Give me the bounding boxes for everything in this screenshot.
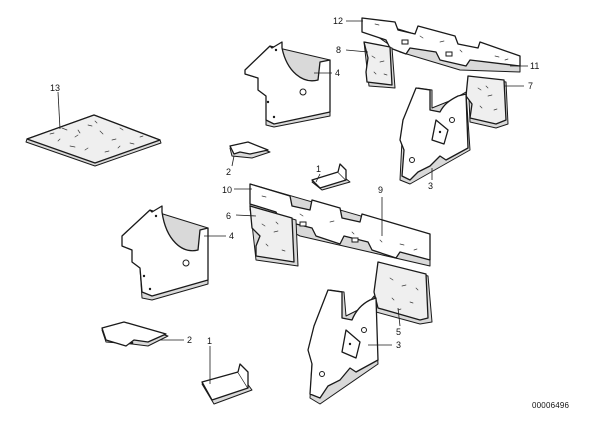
part-7-right-pad	[465, 75, 509, 129]
callout-13: 13	[50, 83, 61, 130]
callout-13-label: 13	[50, 83, 60, 93]
callout-9-label: 9	[378, 185, 383, 195]
callout-1-bottom-label: 1	[207, 336, 212, 346]
callout-3-top: 3	[428, 168, 433, 191]
part-6-pad	[249, 205, 299, 267]
callout-4-bottom-label: 4	[229, 231, 234, 241]
callout-6-label: 6	[226, 211, 231, 221]
callout-3-bottom-label: 3	[396, 340, 401, 350]
callout-2-bottom: 2	[160, 335, 192, 345]
part-8-pad	[363, 41, 396, 89]
callout-10-label: 10	[222, 185, 232, 195]
part-5-pad	[373, 261, 433, 325]
callout-1-top-label: 1	[316, 164, 321, 174]
callout-6: 6	[226, 211, 257, 221]
callout-8: 8	[336, 45, 369, 55]
callout-2-top-label: 2	[226, 167, 231, 177]
callout-11: 11	[510, 61, 539, 71]
callout-7: 7	[504, 81, 533, 91]
callout-3-top-label: 3	[428, 181, 433, 191]
part-2-top-bracket	[229, 141, 271, 159]
part-3-bottom-panel	[307, 289, 379, 405]
callout-2-bottom-label: 2	[187, 335, 192, 345]
callout-1-bottom: 1	[207, 336, 212, 384]
callout-3-bottom: 3	[368, 340, 401, 350]
part-10-middle-strip	[249, 183, 431, 267]
callout-2-top: 2	[226, 155, 235, 177]
callout-4-bottom: 4	[204, 231, 234, 241]
callout-5-label: 5	[396, 327, 401, 337]
callout-8-label: 8	[336, 45, 341, 55]
callout-11-label: 11	[530, 61, 539, 71]
callout-7-label: 7	[528, 81, 533, 91]
callout-12-label: 12	[333, 16, 343, 26]
callout-5: 5	[396, 307, 401, 337]
part-4-top-shield	[244, 41, 331, 128]
callout-1-top: 1	[315, 164, 321, 183]
callout-9: 9	[378, 185, 383, 236]
part-1-bottom-bracket	[201, 363, 253, 405]
part-1-top-bracket	[311, 163, 351, 191]
part-13-floor-mat	[25, 114, 162, 167]
part-4-bottom-shield	[121, 205, 209, 301]
callout-4-top: 4	[314, 68, 340, 78]
callout-4-top-label: 4	[335, 68, 340, 78]
document-number: 00006496	[532, 401, 570, 410]
part-3-top-panel	[399, 87, 471, 185]
callout-12: 12	[333, 16, 363, 26]
part-2-bottom-bracket	[101, 321, 169, 347]
callout-10: 10	[222, 185, 252, 195]
